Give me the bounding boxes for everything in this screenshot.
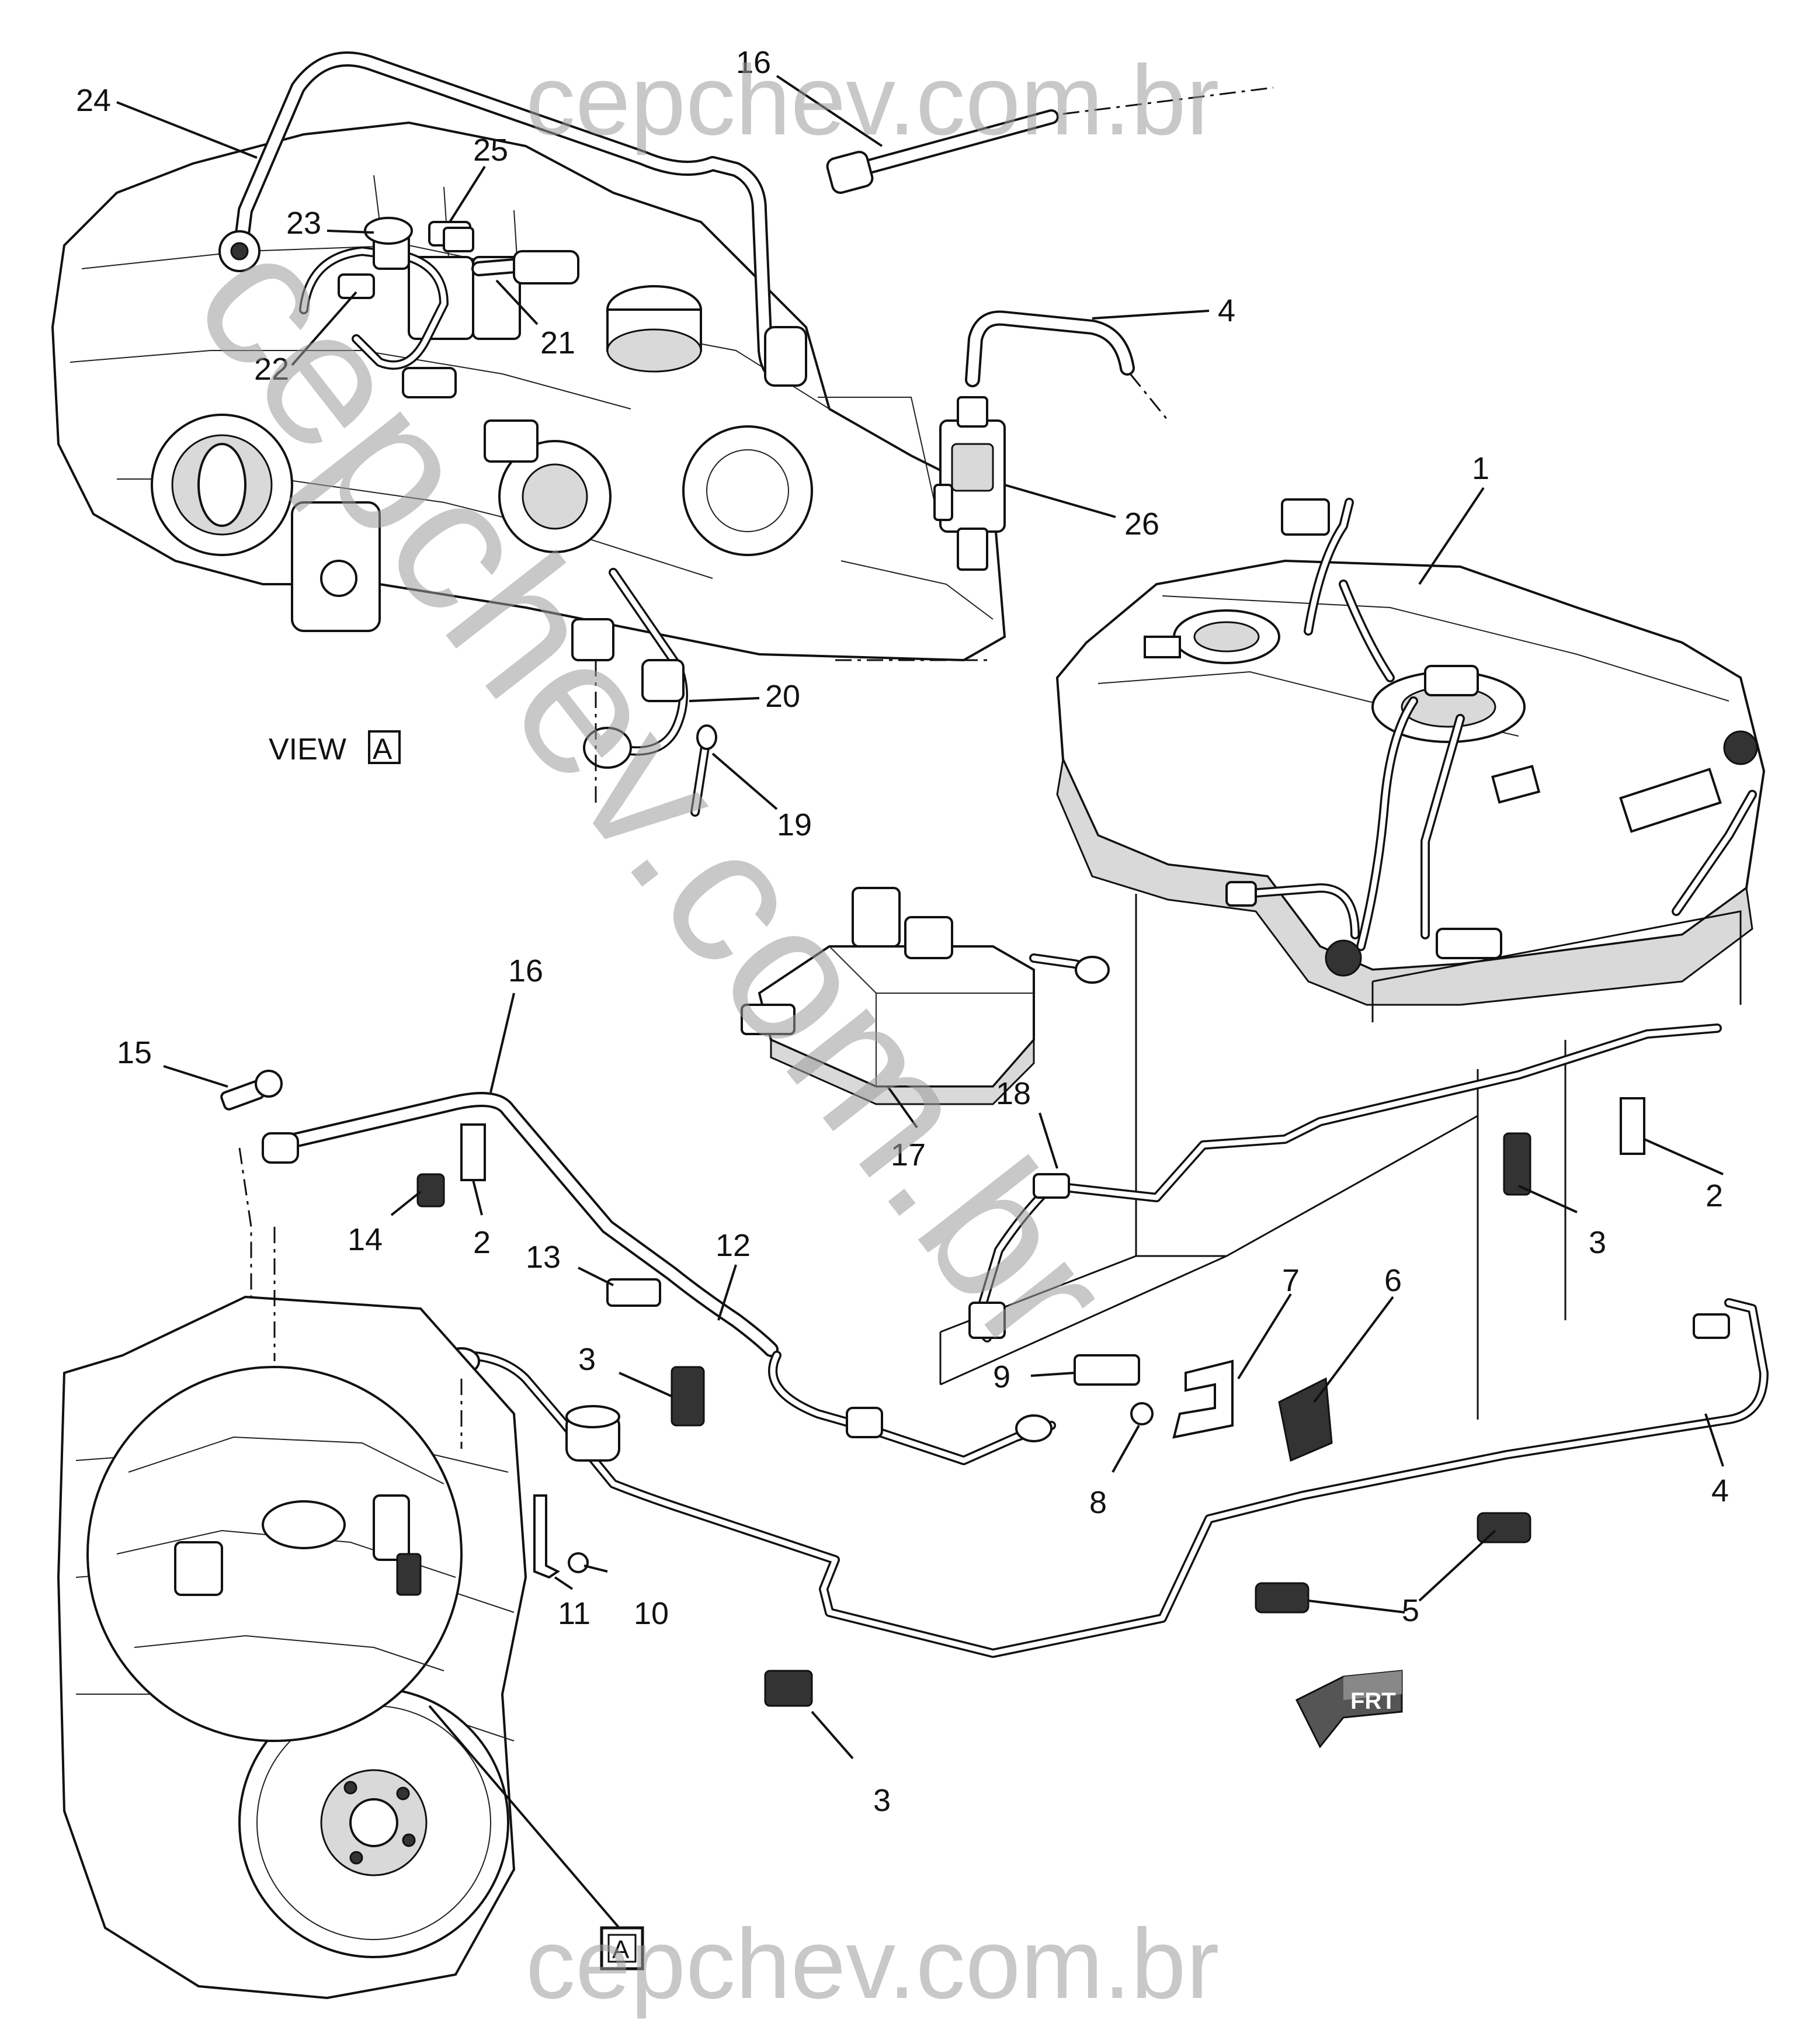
part-2-left [460,1123,486,1181]
callout-6: 6 [1384,1263,1402,1298]
part-5-b [1255,1582,1310,1614]
small-parts [220,1070,1645,1707]
callout-9: 9 [993,1359,1010,1394]
callout-13: 13 [526,1240,561,1275]
callout-22: 22 [254,352,289,387]
part-14 [416,1173,445,1208]
callout-7: 7 [1282,1263,1300,1298]
callout-2-right: 2 [1706,1178,1723,1213]
part-5-a [1477,1512,1531,1543]
callout-4-lower: 4 [1711,1473,1729,1508]
callout-12: 12 [716,1228,751,1263]
part-2-right [1620,1097,1645,1155]
engine-detail [57,1227,527,2000]
part-15 [220,1070,283,1111]
watermark-bottom: cepchev.com.br [526,1909,1219,2020]
callout-16-top: 16 [736,45,771,80]
callout-11: 11 [558,1596,591,1631]
callout-10: 10 [634,1596,669,1631]
callout-17: 17 [891,1137,926,1172]
part-10 [568,1552,589,1573]
part-13 [606,1278,661,1307]
detail-marker-label: A [612,1935,630,1964]
callout-14: 14 [348,1222,383,1257]
callout-3-b: 3 [1589,1225,1606,1260]
watermark-top: cepchev.com.br [526,45,1219,156]
part-9 [1074,1354,1140,1386]
front-arrow-label: FRT [1350,1688,1396,1714]
pipe-16-top [826,86,1274,194]
detail-marker-a: A [428,1705,644,1970]
line-19-20 [583,568,717,817]
front-arrow: FRT [1295,1670,1403,1748]
tank-projection-lines [939,910,1742,1420]
hose-assembly-21-22-23-25 [299,217,579,398]
fuel-tank [1055,498,1766,1006]
evap-canister [741,887,1137,1256]
callout-21: 21 [540,325,575,360]
callouts: 24 16 25 23 21 22 4 26 1 20 19 17 16 15 … [76,45,1729,1818]
line-18-12 [768,1024,1722,1465]
part-11 [533,1494,560,1579]
purge-valve-26 [933,310,1169,571]
engine-top-view [51,121,1006,662]
callout-3-a: 3 [578,1342,596,1377]
callout-2-left: 2 [473,1225,491,1260]
callout-15: 15 [117,1035,152,1070]
purge-tube-24 [218,51,807,387]
view-label-box: A [373,733,393,765]
view-a-label: VIEW A [269,730,401,766]
part-3-c [764,1670,813,1707]
part-3-a [671,1366,705,1427]
callout-24: 24 [76,83,111,118]
part-7 [1172,1359,1234,1439]
callout-18: 18 [996,1076,1031,1111]
callout-26: 26 [1124,506,1159,542]
callout-4-top: 4 [1218,293,1235,328]
callout-16-lower: 16 [508,953,543,988]
callout-1: 1 [1472,451,1489,486]
callout-23: 23 [286,206,321,241]
part-3-b [1503,1132,1531,1196]
part-6 [1278,1377,1333,1462]
view-label-text: VIEW [269,733,346,766]
vapor-pipe-16 [238,1092,779,1357]
callout-25: 25 [473,133,508,168]
callout-19: 19 [777,807,812,842]
callout-8: 8 [1089,1485,1107,1520]
fuel-feed-line-4 [443,1298,1769,1658]
callout-20: 20 [765,679,800,714]
callout-5: 5 [1402,1593,1419,1628]
callout-3-c: 3 [873,1783,891,1818]
part-8 [1130,1402,1154,1425]
